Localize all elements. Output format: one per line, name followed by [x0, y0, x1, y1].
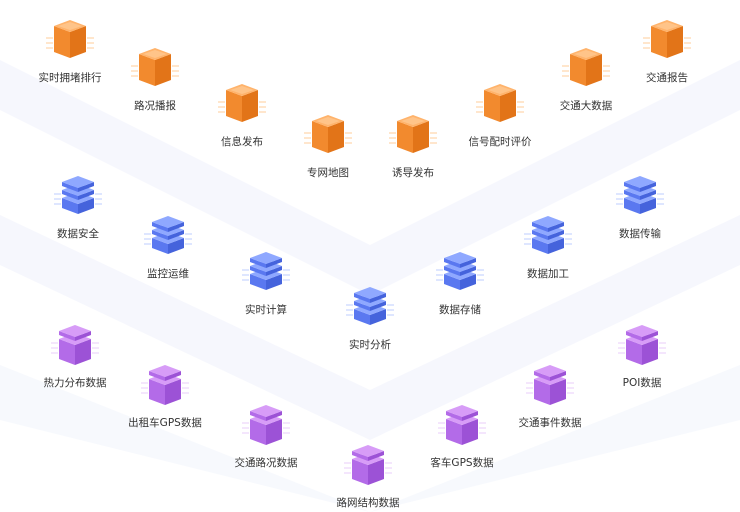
node-label: 监控运维	[147, 268, 189, 280]
node-label: 信息发布	[221, 136, 263, 148]
band-source	[0, 365, 740, 512]
node-label: 专网地图	[307, 167, 349, 179]
node-label: 实时计算	[245, 304, 287, 316]
node-label: 实时分析	[349, 339, 391, 351]
node-label: 交通事件数据	[518, 417, 582, 429]
node-label: 路网结构数据	[336, 497, 400, 509]
band-application	[0, 60, 740, 295]
node-label: 交通大数据	[559, 100, 613, 112]
node-label: POI数据	[622, 377, 662, 389]
node-label: 交通路况数据	[234, 457, 298, 469]
node-label: 信号配时评价	[468, 136, 532, 148]
node-label: 数据加工	[527, 268, 569, 280]
node-label: 实时拥堵排行	[38, 72, 102, 84]
node-label: 数据传输	[619, 228, 661, 240]
node-label: 路况播报	[134, 100, 176, 112]
node-label: 出租车GPS数据	[128, 417, 202, 429]
node-label: 交通报告	[646, 72, 688, 84]
band-processing	[0, 215, 740, 440]
node-label: 客车GPS数据	[430, 457, 494, 469]
node-label: 热力分布数据	[43, 377, 107, 389]
node-label: 数据存储	[439, 304, 481, 316]
node-label: 数据安全	[57, 228, 99, 240]
node-label: 诱导发布	[392, 167, 434, 179]
